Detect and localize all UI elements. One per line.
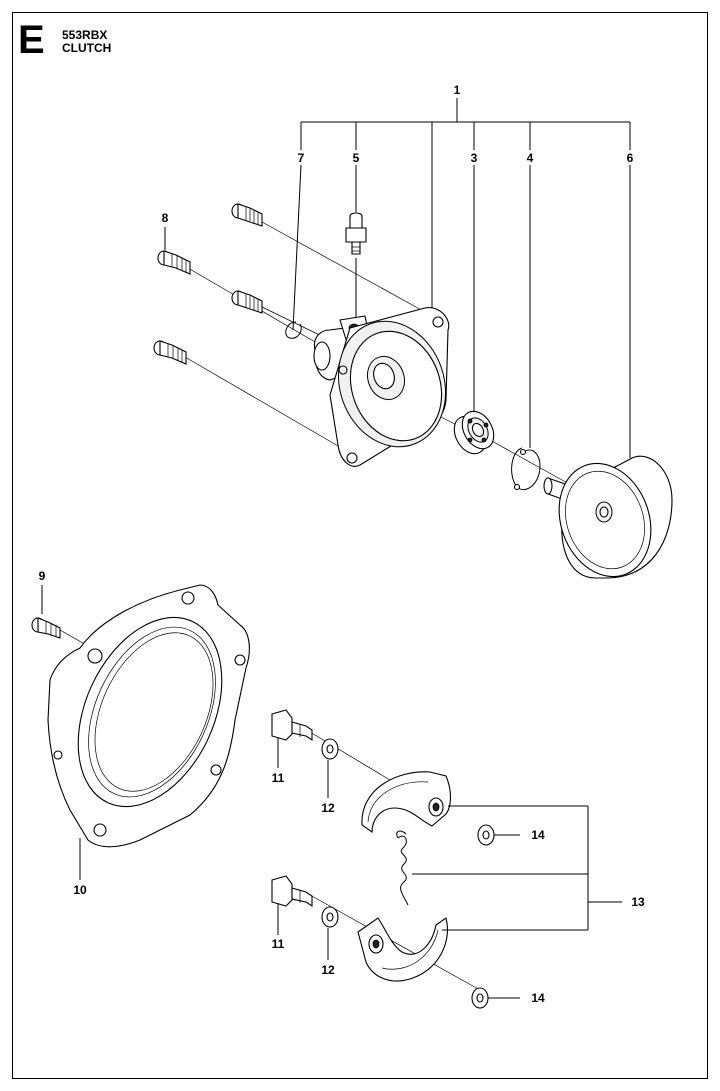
callout-13: 13 <box>631 895 645 909</box>
shoe-bolt-upper <box>271 709 313 742</box>
grease-nipple <box>345 212 367 255</box>
callout-10: 10 <box>73 883 87 897</box>
washer-14-lower <box>471 987 489 1009</box>
callout-5: 5 <box>353 151 360 165</box>
callout-8: 8 <box>162 211 169 225</box>
callout-11-upper: 11 <box>272 771 285 785</box>
section-letter: E <box>18 18 45 62</box>
callout-1: 1 <box>454 83 461 97</box>
spring <box>396 830 409 906</box>
callout-11-lower: 11 <box>272 937 285 951</box>
bolt-middle <box>231 290 263 314</box>
screw-9 <box>31 617 61 639</box>
callout-4: 4 <box>527 151 534 165</box>
clutch-drum <box>543 455 673 579</box>
bolt-top <box>231 203 263 227</box>
clutch-shoe-lower <box>357 917 448 982</box>
callout-6: 6 <box>627 151 634 165</box>
washer-12-upper <box>321 738 339 760</box>
callout-12-lower: 12 <box>321 963 335 977</box>
washer-14-upper <box>477 824 495 846</box>
model-name: 553RBX <box>62 28 108 42</box>
callout-9: 9 <box>39 569 46 583</box>
clutch-housing <box>313 307 450 467</box>
bearing <box>453 410 495 455</box>
callout-7: 7 <box>298 151 305 165</box>
callout-14-upper: 14 <box>531 828 545 842</box>
item-13-bracket <box>412 805 622 931</box>
callout-14-lower: 14 <box>531 991 545 1005</box>
clutch-shoe-upper <box>361 771 452 834</box>
bolt-left <box>157 250 191 275</box>
circlip-small <box>285 321 302 339</box>
bolt-bottom <box>153 340 187 365</box>
page-title: CLUTCH <box>62 41 112 55</box>
callout-12-upper: 12 <box>321 801 335 815</box>
item-1-bracket <box>300 98 631 312</box>
callout-3: 3 <box>471 151 478 165</box>
circlip-large <box>511 447 541 491</box>
washer-12-lower <box>321 906 339 928</box>
page-frame <box>12 12 708 1079</box>
clutch-cover <box>47 584 250 848</box>
shoe-bolt-lower <box>271 875 313 908</box>
